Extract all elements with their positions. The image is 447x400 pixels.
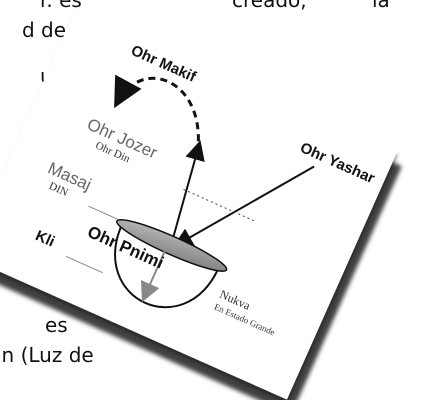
background-text-line-1-right: creado, <box>232 0 307 12</box>
diagram-card: Ohr Makif Ohr Yashar Ohr Jozer Ohr Din M… <box>0 8 398 400</box>
ohr-yashar-arrow <box>172 165 315 248</box>
ohr-jozer-arrow <box>170 140 205 244</box>
background-text-line-5: es <box>45 313 68 337</box>
ohr-makif-arc <box>114 74 200 142</box>
page: { "background_text": { "line1": "r. es",… <box>0 0 390 367</box>
diagram-drawing <box>65 74 315 309</box>
kli-leader <box>65 255 103 274</box>
kli-vessel <box>114 223 220 309</box>
background-text-line-1-far: la <box>372 0 390 12</box>
ohr-pnimi-arrow <box>141 250 166 303</box>
dotted-guide-line <box>183 188 257 223</box>
background-text-line-1: r. es <box>40 0 82 12</box>
masaj-leader <box>88 205 118 220</box>
background-text-line-6: in (Luz de <box>0 343 94 367</box>
background-text-line-2: d de <box>22 18 67 42</box>
masaj-disc <box>116 218 228 272</box>
